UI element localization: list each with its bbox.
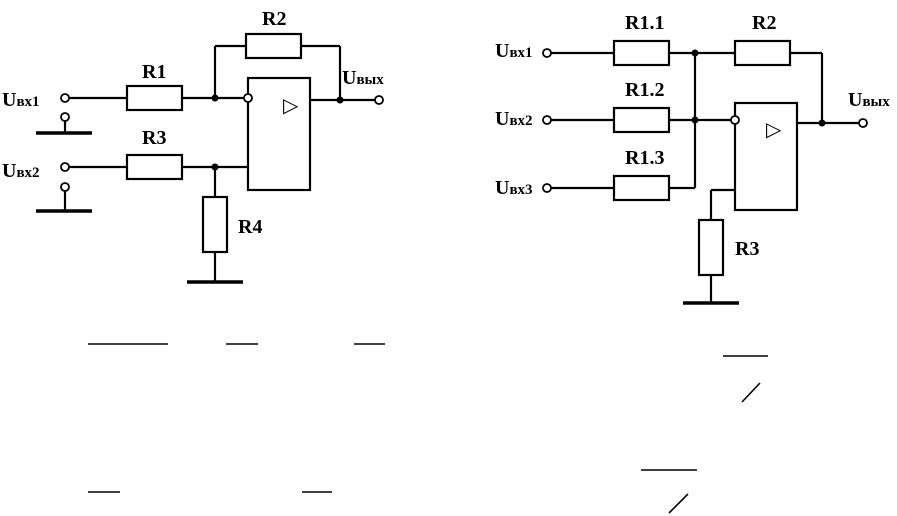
left-junction-output — [336, 96, 344, 104]
left-opamp — [246, 76, 312, 192]
left-junction-r1-feedback — [211, 94, 219, 102]
left-resistor-r3 — [125, 153, 184, 181]
right-r3-label: R3 — [735, 238, 759, 260]
left-input-1-label: Uвх1 — [2, 89, 40, 111]
right-resistor-r1-2 — [612, 106, 671, 134]
left-input-1-terminal — [60, 93, 70, 103]
right-resistor-r2 — [733, 39, 792, 67]
right-output-label: Uвых — [848, 89, 890, 111]
left-r1-label: R1 — [142, 61, 166, 83]
right-opamp — [733, 101, 799, 212]
left-opamp-inverting-bubble — [243, 93, 253, 103]
left-input-2-label: Uвх2 — [2, 160, 40, 182]
right-r1-1-label: R1.1 — [625, 12, 664, 34]
right-r1-2-label: R1.2 — [625, 79, 664, 101]
left-resistor-r1 — [125, 84, 184, 112]
left-r3-label: R3 — [142, 127, 166, 149]
left-r2-label: R2 — [262, 8, 286, 30]
right-opamp-symbol: ▷ — [766, 119, 782, 141]
left-resistor-r2 — [244, 32, 303, 60]
right-output-terminal — [858, 118, 868, 128]
division-slash-1 — [741, 382, 761, 403]
left-r4-label: R4 — [238, 216, 262, 238]
right-r1-3-label: R1.3 — [625, 147, 664, 169]
left-input-2-ground-terminal — [60, 182, 70, 192]
left-input-2-terminal — [60, 162, 70, 172]
right-junction-output — [818, 119, 826, 127]
right-circuit: Uвх1 Uвх2 Uвх3 R1.1 R1.2 R1.3 R2 ▷ R3 — [495, 12, 890, 305]
right-junction-r1-1 — [691, 49, 699, 57]
right-resistor-r1-3 — [612, 174, 671, 202]
right-resistor-r3 — [697, 218, 725, 277]
left-circuit: Uвх1 Uвх2 R1 R2 R3 R4 ▷ — [2, 8, 384, 284]
formula-fragments — [88, 343, 768, 514]
right-input-1-label: Uвх1 — [495, 40, 533, 62]
right-input-3-label: Uвх3 — [495, 177, 533, 199]
right-resistor-r1-1 — [612, 39, 671, 67]
right-input-3-terminal — [542, 183, 552, 193]
left-input-1-ground-terminal — [60, 112, 70, 122]
right-junction-r1-2 — [691, 116, 699, 124]
left-junction-r3-r4 — [211, 163, 219, 171]
left-opamp-symbol: ▷ — [283, 95, 299, 117]
division-slash-2 — [668, 493, 689, 514]
right-input-1-terminal — [542, 48, 552, 58]
right-input-2-label: Uвх2 — [495, 108, 533, 130]
right-opamp-inverting-bubble — [730, 115, 740, 125]
left-output-label: Uвых — [342, 67, 384, 89]
right-r2-label: R2 — [752, 12, 776, 34]
right-input-2-terminal — [542, 115, 552, 125]
left-resistor-r4 — [201, 195, 229, 254]
left-output-terminal — [374, 95, 384, 105]
